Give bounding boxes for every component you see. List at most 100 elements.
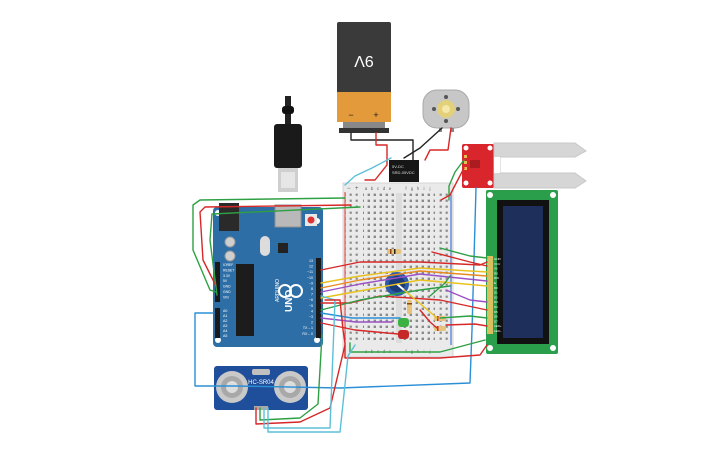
battery-9v[interactable]: 9V − + bbox=[337, 22, 391, 133]
resistor-1 bbox=[387, 249, 401, 254]
rail-plus-top: + bbox=[355, 186, 359, 192]
arduino-uno[interactable]: ARDUINO UNO 1312~11~10~987~6~54~32TX→1RX… bbox=[213, 203, 323, 347]
digital-pin-label: 4 bbox=[311, 309, 313, 313]
digital-pin-label: RX←0 bbox=[302, 332, 313, 336]
breadboard-col-label: a bbox=[365, 186, 368, 191]
digital-pin-label: ~5 bbox=[309, 304, 313, 308]
digital-pin-label: 7 bbox=[311, 293, 313, 297]
wire bbox=[439, 315, 488, 319]
breadboard-col-label: g bbox=[411, 186, 414, 191]
lcd-pin-label: E bbox=[494, 281, 496, 285]
power-pin-label: VIN bbox=[223, 295, 229, 299]
breadboard-col-label: i bbox=[424, 186, 425, 191]
lcd-pin-label: RS bbox=[494, 271, 498, 275]
digital-header[interactable] bbox=[316, 258, 321, 338]
wire bbox=[320, 267, 488, 284]
wire bbox=[194, 187, 477, 389]
wire bbox=[320, 273, 488, 293]
digital-pin-label: ~9 bbox=[309, 281, 313, 285]
power-pin-label: RESET bbox=[223, 268, 234, 272]
power-header[interactable] bbox=[215, 262, 220, 302]
lcd-pin-label: LED− bbox=[494, 329, 502, 333]
wire bbox=[344, 157, 392, 186]
wire bbox=[320, 270, 488, 289]
wire bbox=[199, 204, 352, 287]
battery-minus-label: − bbox=[348, 110, 353, 120]
lcd-pin-label: D6 bbox=[494, 315, 498, 319]
wire bbox=[419, 309, 438, 329]
digital-pin-label: 2 bbox=[311, 321, 313, 325]
lcd-pin-label: LED+ bbox=[494, 324, 502, 328]
power-jack[interactable] bbox=[219, 203, 239, 231]
wire bbox=[440, 167, 465, 201]
wire bbox=[320, 317, 393, 323]
breadboard-col-label: f bbox=[405, 186, 407, 191]
atmega-chip bbox=[236, 264, 254, 336]
rail-minus-top: − bbox=[347, 186, 351, 192]
wire bbox=[263, 295, 336, 429]
soil-moisture-sensor[interactable] bbox=[462, 142, 587, 189]
relay-label-1: 5V-DC bbox=[392, 164, 404, 169]
lcd-pin-header[interactable] bbox=[487, 256, 493, 334]
wire bbox=[439, 247, 488, 259]
usb-cable[interactable] bbox=[274, 96, 302, 192]
power-pin-label: IOREF bbox=[223, 263, 233, 267]
wire bbox=[424, 127, 452, 161]
digital-pin-label: ~11 bbox=[307, 270, 313, 274]
breadboard-col-label: c bbox=[377, 186, 380, 191]
rail-right bbox=[437, 193, 451, 343]
lcd-pin-label: D0 bbox=[494, 286, 498, 290]
wire bbox=[320, 261, 488, 271]
analog-pin-label: A0 bbox=[223, 309, 227, 313]
breadboard-col-label: j bbox=[429, 186, 431, 191]
wire bbox=[445, 289, 488, 303]
analog-pin-label: A1 bbox=[223, 314, 227, 318]
digital-pin-label: TX→1 bbox=[303, 326, 313, 330]
arduino-model: UNO bbox=[284, 290, 295, 312]
digital-pin-label: ~3 bbox=[309, 315, 313, 319]
ultrasonic-sensor[interactable]: HC-SR04 bbox=[214, 366, 308, 410]
digital-pin-label: 13 bbox=[309, 259, 313, 263]
relay[interactable]: 5V-DC SRD-05VDC bbox=[389, 160, 419, 182]
led-green bbox=[398, 318, 409, 327]
lcd-pin-label: D2 bbox=[494, 295, 498, 299]
wire bbox=[259, 334, 323, 421]
wire bbox=[255, 344, 346, 425]
breadboard-col-label: h bbox=[417, 186, 420, 191]
wire bbox=[324, 299, 346, 344]
analog-pin-label: A2 bbox=[223, 319, 227, 323]
breadboard-col-label: d bbox=[383, 186, 386, 191]
ultrasonic-label: HC-SR04 bbox=[248, 380, 274, 386]
analog-pin-label: A4 bbox=[223, 329, 227, 333]
wire bbox=[320, 322, 399, 335]
usb-port[interactable] bbox=[274, 204, 302, 228]
power-pin-label: GND bbox=[223, 290, 231, 294]
lcd-pin-label: D3 bbox=[494, 300, 498, 304]
wire bbox=[403, 127, 443, 159]
wire bbox=[445, 323, 488, 327]
lcd-pin-label: GND bbox=[494, 257, 502, 261]
wire bbox=[344, 342, 488, 359]
wire bbox=[209, 206, 361, 296]
breadboard-col-label: b bbox=[371, 186, 374, 191]
lcd-pin-label: D4 bbox=[494, 305, 498, 309]
dc-motor[interactable] bbox=[422, 89, 470, 132]
rail-left bbox=[345, 193, 361, 343]
arduino-logo bbox=[278, 284, 303, 298]
wire bbox=[431, 251, 488, 267]
analog-header[interactable] bbox=[215, 308, 220, 338]
digital-pin-label: 12 bbox=[309, 265, 313, 269]
lcd-pin-label: RW bbox=[494, 276, 499, 280]
terminal-strip-left bbox=[363, 193, 395, 343]
wire bbox=[349, 339, 486, 353]
wire bbox=[403, 289, 438, 319]
power-pin-label: 5V bbox=[223, 279, 228, 283]
wires bbox=[192, 127, 488, 433]
